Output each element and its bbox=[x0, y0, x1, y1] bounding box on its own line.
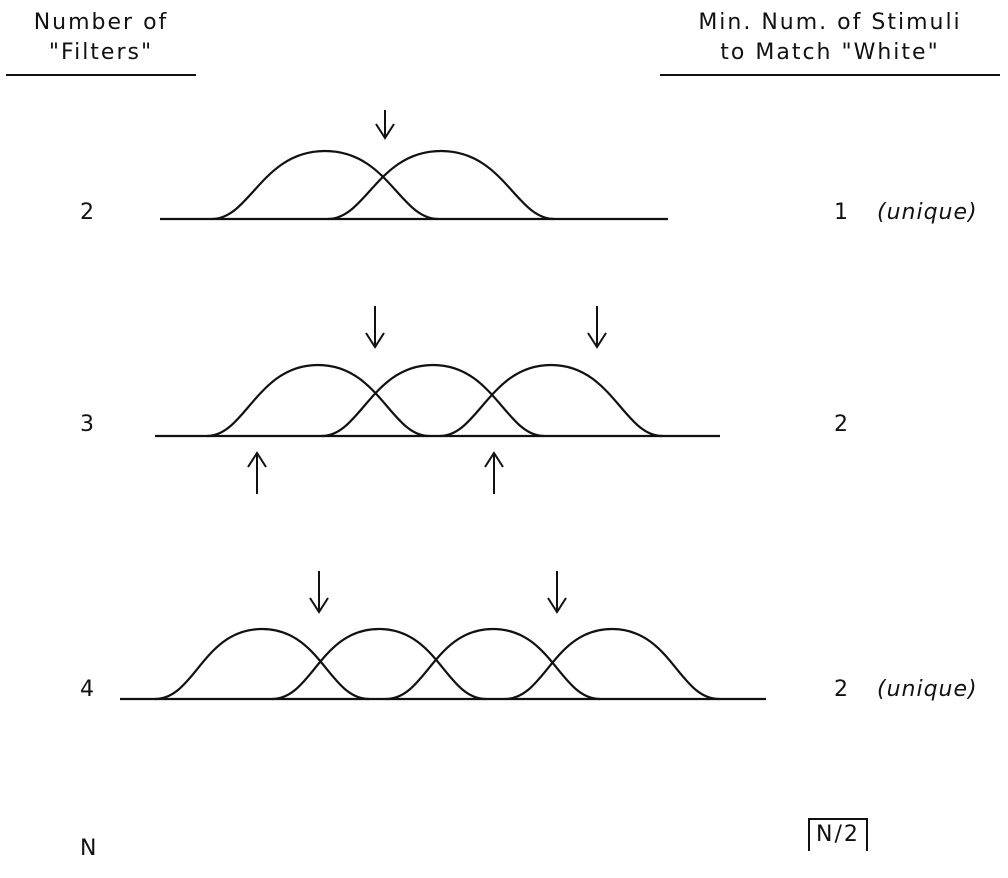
header-left-line-1: Number of bbox=[33, 10, 169, 35]
row-3-filter-curve-3 bbox=[439, 363, 663, 438]
row-3-result: 2 bbox=[834, 412, 877, 437]
row-4-filter-curve-2 bbox=[271, 627, 487, 701]
row-4-filters-label: 4 bbox=[80, 677, 95, 702]
header-left-line-2: "Filters" bbox=[48, 40, 154, 65]
header-min-stimuli: Min. Num. of Stimuli to Match "White" bbox=[660, 8, 1000, 76]
header-number-of-filters: Number of "Filters" bbox=[6, 8, 196, 76]
row-2-filters-label: 2 bbox=[80, 200, 95, 225]
ceiling-n-over-2: N/2 bbox=[808, 818, 868, 851]
row-n-filters-label: N bbox=[80, 836, 98, 861]
row-2-min-stimuli: 1 bbox=[834, 200, 849, 225]
row-4-filter-curve-4 bbox=[504, 627, 720, 701]
row-3-arrow-down-2 bbox=[587, 306, 607, 349]
row-3-arrow-up-1 bbox=[247, 451, 267, 494]
row-4-result: 2 (unique) bbox=[834, 677, 978, 702]
row-4-arrow-down-2 bbox=[547, 571, 567, 614]
row-3-filters-label: 3 bbox=[80, 412, 95, 437]
header-right-line-2: to Match "White" bbox=[720, 40, 940, 65]
row-2-filters-diagram bbox=[160, 110, 668, 221]
row-3-filter-curve-1 bbox=[206, 363, 430, 438]
header-right-line-1: Min. Num. of Stimuli bbox=[698, 10, 962, 35]
row-3-filter-curve-2 bbox=[321, 363, 545, 438]
row-3-arrow-up-2 bbox=[484, 451, 504, 494]
row-4-filter-curve-1 bbox=[154, 627, 370, 701]
row-2-result: 1 (unique) bbox=[834, 200, 978, 225]
row-2-filter-curve-2 bbox=[327, 149, 555, 221]
row-4-arrow-down-1 bbox=[309, 571, 329, 614]
row-4-min-stimuli: 2 bbox=[834, 677, 849, 702]
row-4-filters-diagram bbox=[120, 571, 766, 701]
row-2-arrow-down-1 bbox=[375, 110, 395, 140]
row-3-arrow-down-1 bbox=[365, 306, 385, 349]
row-4-filter-curve-3 bbox=[385, 627, 601, 701]
row-2-unique-note: (unique) bbox=[877, 200, 978, 225]
row-3-filters-diagram bbox=[155, 306, 720, 494]
row-4-unique-note: (unique) bbox=[877, 677, 978, 702]
row-2-filter-curve-1 bbox=[211, 149, 439, 221]
row-3-min-stimuli: 2 bbox=[834, 412, 849, 437]
